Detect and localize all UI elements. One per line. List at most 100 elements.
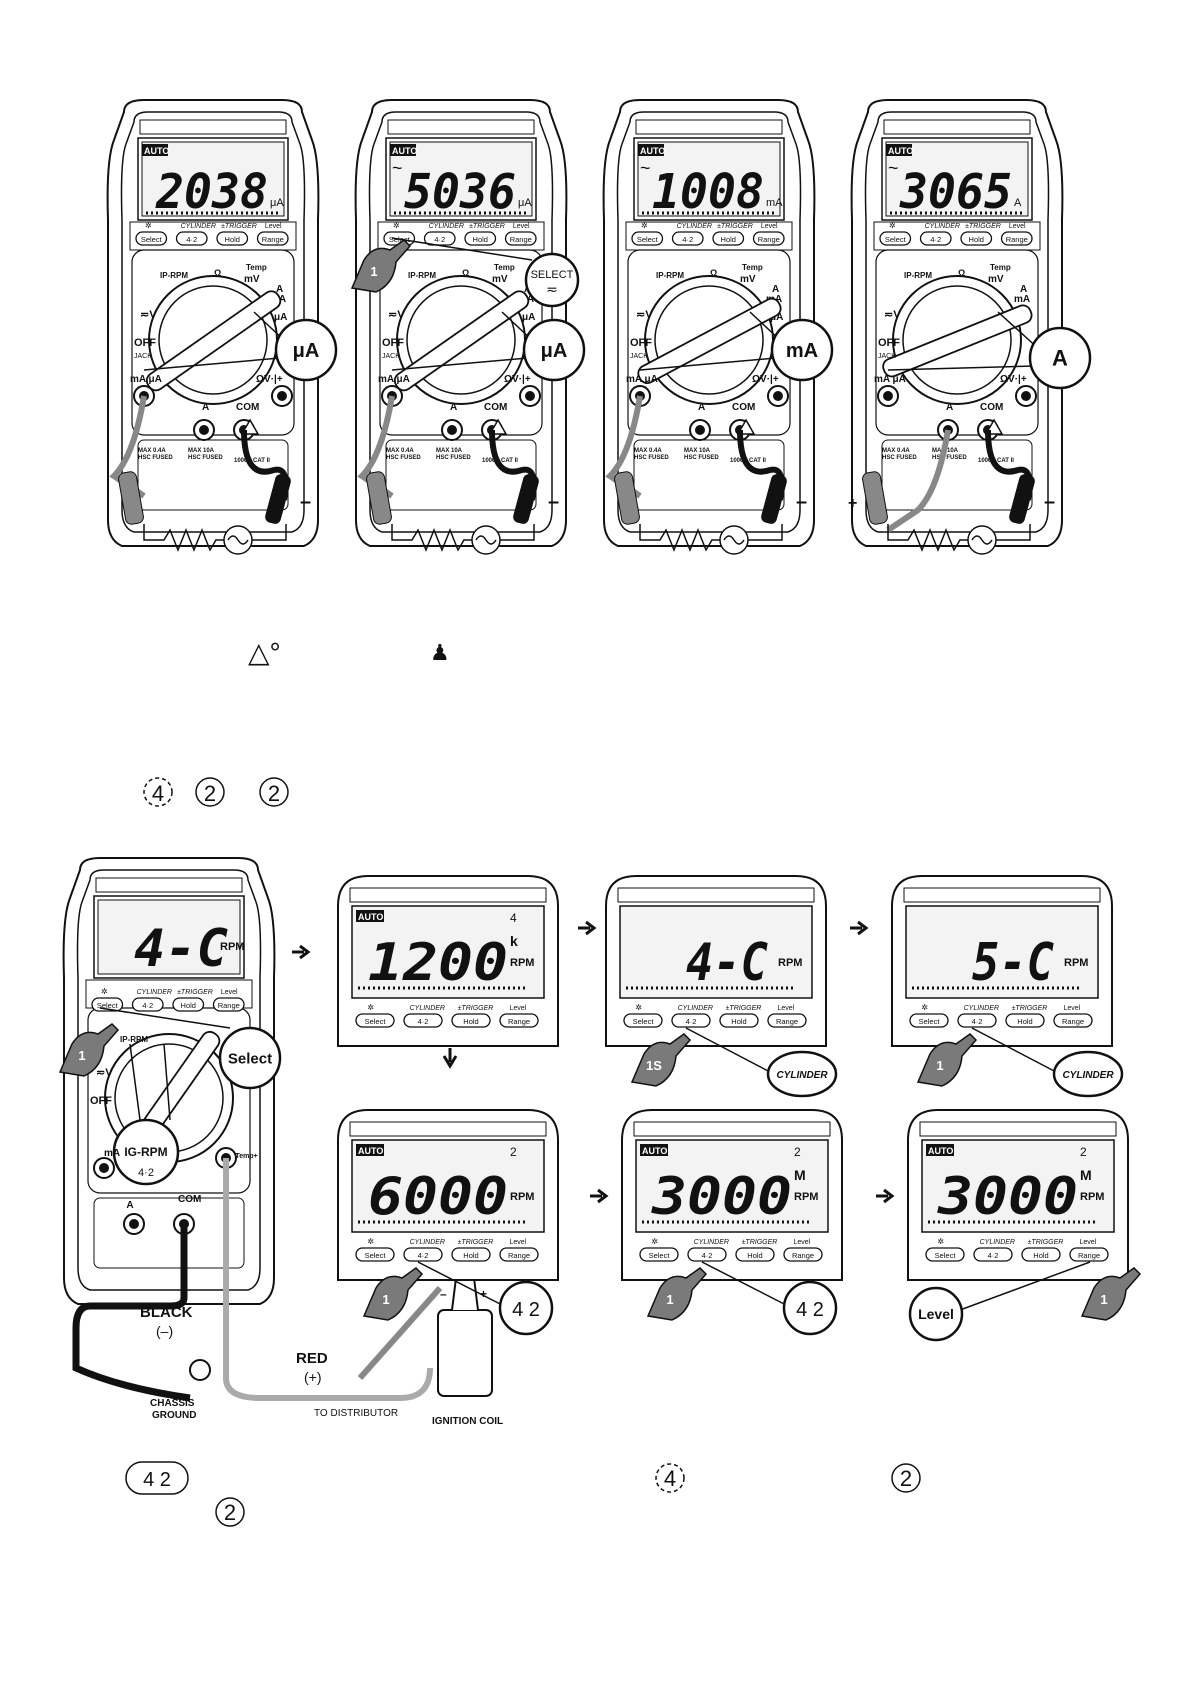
max-04a-label: MAX 0.4A <box>386 448 414 454</box>
range-button[interactable] <box>1069 1247 1109 1262</box>
level-callout: Level <box>918 1306 954 1322</box>
select-button[interactable] <box>355 1013 395 1028</box>
hold-button[interactable] <box>960 231 993 246</box>
range-button-label: Range <box>508 1017 530 1026</box>
range-button[interactable] <box>256 231 289 246</box>
cylinder-button[interactable] <box>403 1247 443 1262</box>
dial-a: A <box>1020 284 1027 295</box>
range-button[interactable] <box>752 231 785 246</box>
cylinder-button[interactable] <box>973 1247 1013 1262</box>
lcd-unit: RPM <box>510 1191 534 1203</box>
range-callout: μA <box>541 340 568 362</box>
lcd-unit: mA <box>766 197 783 209</box>
hold-button[interactable] <box>216 231 249 246</box>
jack-label: JACK <box>630 353 648 360</box>
selector-knob[interactable] <box>635 296 783 386</box>
selector-knob[interactable] <box>881 303 1034 379</box>
dial-ma: mA <box>1014 294 1030 305</box>
cylinder-button[interactable] <box>671 231 704 246</box>
hold-button[interactable] <box>1005 1013 1045 1028</box>
lcd-reading: 4-C <box>134 919 228 979</box>
select-button-label: Select <box>141 235 163 244</box>
cylinder-button-label: 4·2 <box>682 235 693 244</box>
hold-button-label: Hold <box>721 235 736 244</box>
backlight-icon: ✲ <box>635 1003 642 1012</box>
select-button[interactable] <box>925 1247 965 1262</box>
select-button[interactable] <box>135 231 168 246</box>
hold-button[interactable] <box>464 231 497 246</box>
range-button[interactable] <box>767 1013 807 1028</box>
hold-button[interactable] <box>451 1013 491 1028</box>
hold-button[interactable] <box>1021 1247 1061 1262</box>
select-button[interactable] <box>91 997 124 1012</box>
cylinder-button[interactable] <box>957 1013 997 1028</box>
probe-icon: ♟ <box>430 640 450 665</box>
range-button[interactable] <box>504 231 537 246</box>
hold-button[interactable] <box>735 1247 775 1262</box>
max-04a-label: MAX 0.4A <box>138 448 166 454</box>
cylinder-button-label: 4·2 <box>686 1017 697 1026</box>
level-callout-ring <box>908 1286 964 1342</box>
cylinder-button[interactable] <box>919 231 952 246</box>
hold-button[interactable] <box>172 997 205 1012</box>
select-button-label: Select <box>365 1017 387 1026</box>
hold-button[interactable] <box>451 1247 491 1262</box>
range-button[interactable] <box>212 997 245 1012</box>
jack-ma-ua-label: mA μA <box>130 374 162 385</box>
range-button-label: Range <box>1062 1017 1084 1026</box>
hold-button[interactable] <box>719 1013 759 1028</box>
auto-indicator: AUTO <box>144 146 169 156</box>
cylinder-indicator: 2 <box>510 1145 517 1159</box>
selector-knob[interactable] <box>144 288 284 393</box>
range-button[interactable] <box>1000 231 1033 246</box>
select-button[interactable] <box>879 231 912 246</box>
range-button[interactable] <box>499 1013 539 1028</box>
ignition-coil-label: IGNITION COIL <box>432 1416 503 1427</box>
trigger-header: ±TRIGGER <box>177 989 213 996</box>
lcd-unit: RPM <box>220 941 244 953</box>
selector-knob[interactable] <box>392 288 532 393</box>
cylinder-button[interactable] <box>671 1013 711 1028</box>
dial-v: ≂V <box>884 309 901 321</box>
dial-ohm: Ω <box>462 268 469 278</box>
distributor-label: TO DISTRIBUTOR <box>314 1408 398 1419</box>
cylinder-button[interactable] <box>175 231 208 246</box>
select-button-label: Select <box>365 1251 387 1260</box>
range-button[interactable] <box>499 1247 539 1262</box>
jack-com-label: COM <box>980 402 1003 413</box>
jack-a-label: A <box>946 402 953 413</box>
select-button[interactable] <box>355 1247 395 1262</box>
select-button[interactable] <box>639 1247 679 1262</box>
cylinder-button[interactable] <box>403 1013 443 1028</box>
cylinder-button[interactable] <box>687 1247 727 1262</box>
range-button-label: Range <box>508 1251 530 1260</box>
select-button[interactable] <box>631 231 664 246</box>
select-button[interactable] <box>909 1013 949 1028</box>
hold-button[interactable] <box>712 231 745 246</box>
select-button[interactable] <box>623 1013 663 1028</box>
range-button-label: Range <box>792 1251 814 1260</box>
lcd-prefix: M <box>794 1167 806 1183</box>
cylinder-button[interactable] <box>131 997 164 1012</box>
range-button[interactable] <box>1053 1013 1093 1028</box>
backlight-icon: ✲ <box>937 1237 944 1246</box>
cylinder-digit: 4 <box>152 781 164 806</box>
cylinder-icon <box>143 777 173 807</box>
multimeter-top-2: AUTO~5036μA✲CYLINDER±TRIGGERLevelSelect4… <box>350 99 586 555</box>
range-button[interactable] <box>783 1247 823 1262</box>
cylinder-callout: CYLINDER <box>1062 1070 1114 1081</box>
